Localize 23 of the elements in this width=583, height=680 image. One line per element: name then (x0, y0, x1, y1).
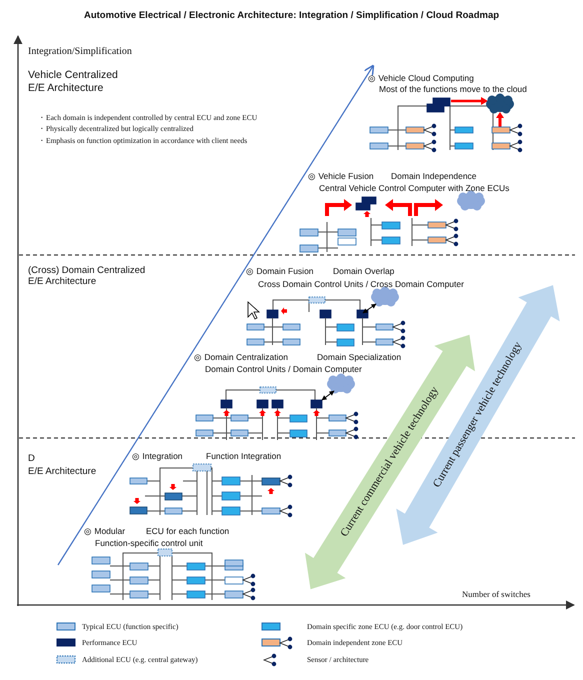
section-heading: D (28, 453, 35, 464)
stage-label: ECU for each function (146, 526, 230, 536)
stage-label: Domain Independence (391, 171, 477, 182)
section-heading: (Cross) Domain Centralized E/E Architecture (28, 265, 146, 288)
stage-label: Domain Overlap (333, 266, 394, 276)
stage-label: Most of the functions move to the cloud (379, 84, 527, 94)
stage-label: Function Integration (206, 451, 282, 462)
stage-label: Function-specific control unit (95, 538, 203, 548)
stage-label: Domain Control Units / Domain Computer (205, 364, 362, 374)
stage-label: ◎ Modular (84, 526, 126, 536)
stage-label: ◎ Domain Fusion (246, 266, 314, 276)
stage-label: ◎ Vehicle Cloud Computing (368, 73, 474, 84)
section-heading: Vehicle Centralized E/E Architecture (28, 69, 119, 94)
stage-label: Domain Specialization (317, 352, 402, 362)
axis-label: Number of switches (462, 589, 530, 600)
section-heading: E/E Architecture (28, 466, 96, 478)
axis-label: Integration/Simplification (28, 46, 132, 58)
title: Automotive Electrical / Electronic Architecture: Integration / Simplification / Cloud Roadmap (82, 10, 500, 22)
stage-label: ◎ Domain Centralization (194, 352, 288, 362)
stage-label: ◎ Vehicle Fusion (308, 171, 374, 182)
stage-label: Central Vehicle Control Computer with Zone ECUs (319, 183, 510, 194)
stage-label: Cross Domain Control Units / Cross Domain Computer (258, 279, 464, 290)
stage-label: ◎ Integration (132, 451, 183, 462)
